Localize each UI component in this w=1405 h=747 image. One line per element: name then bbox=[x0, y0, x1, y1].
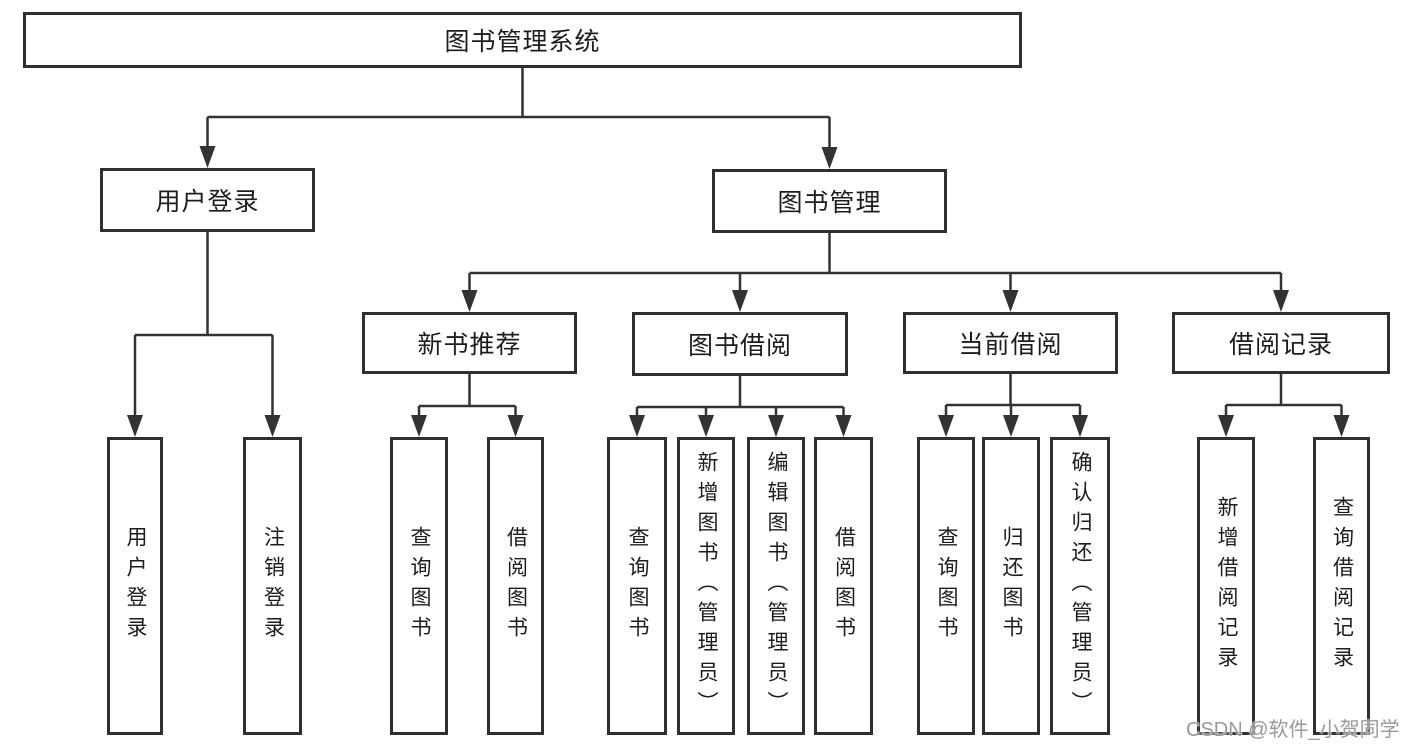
leaf-label: 编辑图书（管理员） bbox=[765, 451, 788, 721]
leaf-borrow-query-books: 查询图书 bbox=[607, 437, 667, 735]
leaf-label: 新增借阅记录 bbox=[1215, 496, 1238, 676]
node-book-management: 图书管理 bbox=[712, 169, 947, 233]
leaf-logout: 注销登录 bbox=[243, 437, 302, 735]
connector-lines bbox=[133, 68, 1343, 417]
node-user-login: 用户登录 bbox=[100, 168, 315, 232]
node-book-borrowing: 图书借阅 bbox=[632, 312, 848, 376]
leaf-borrow-edit-books-admin: 编辑图书（管理员） bbox=[747, 437, 805, 735]
leaf-current-confirm-return-admin: 确认归还（管理员） bbox=[1050, 437, 1110, 735]
node-current-borrowing: 当前借阅 bbox=[903, 312, 1118, 374]
csdn-watermark: CSDN @软件_小贺同学 bbox=[1186, 719, 1400, 741]
leaf-label: 借阅图书 bbox=[504, 526, 528, 646]
leaf-label: 查询借阅记录 bbox=[1330, 496, 1354, 676]
leaf-label: 查询图书 bbox=[408, 526, 431, 646]
leaf-label: 用户登录 bbox=[124, 526, 147, 646]
leaf-label: 查询图书 bbox=[626, 526, 649, 646]
leaf-label: 借阅图书 bbox=[832, 526, 856, 646]
node-borrowing-records: 借阅记录 bbox=[1172, 312, 1390, 374]
leaf-user-login: 用户登录 bbox=[107, 437, 163, 735]
leaf-records-query-borrow-record: 查询借阅记录 bbox=[1313, 437, 1370, 735]
leaf-label: 新增图书（管理员） bbox=[695, 451, 718, 721]
leaf-newrec-borrow-books: 借阅图书 bbox=[487, 437, 544, 735]
leaf-label: 查询图书 bbox=[935, 526, 958, 646]
leaf-current-query-books: 查询图书 bbox=[917, 437, 975, 735]
leaf-label: 确认归还（管理员） bbox=[1069, 451, 1092, 721]
leaf-label: 注销登录 bbox=[261, 526, 285, 646]
node-root-library-management-system: 图书管理系统 bbox=[23, 12, 1022, 68]
leaf-records-add-borrow-record: 新增借阅记录 bbox=[1197, 437, 1255, 735]
leaf-borrow-add-books-admin: 新增图书（管理员） bbox=[677, 437, 735, 735]
arrowhead-icon bbox=[127, 146, 1350, 437]
node-new-book-recommendation: 新书推荐 bbox=[362, 312, 577, 374]
leaf-label: 归还图书 bbox=[1000, 526, 1023, 646]
leaf-borrow-borrow-books: 借阅图书 bbox=[814, 437, 873, 735]
leaf-current-return-books: 归还图书 bbox=[982, 437, 1040, 735]
leaf-newrec-query-books: 查询图书 bbox=[390, 437, 448, 735]
